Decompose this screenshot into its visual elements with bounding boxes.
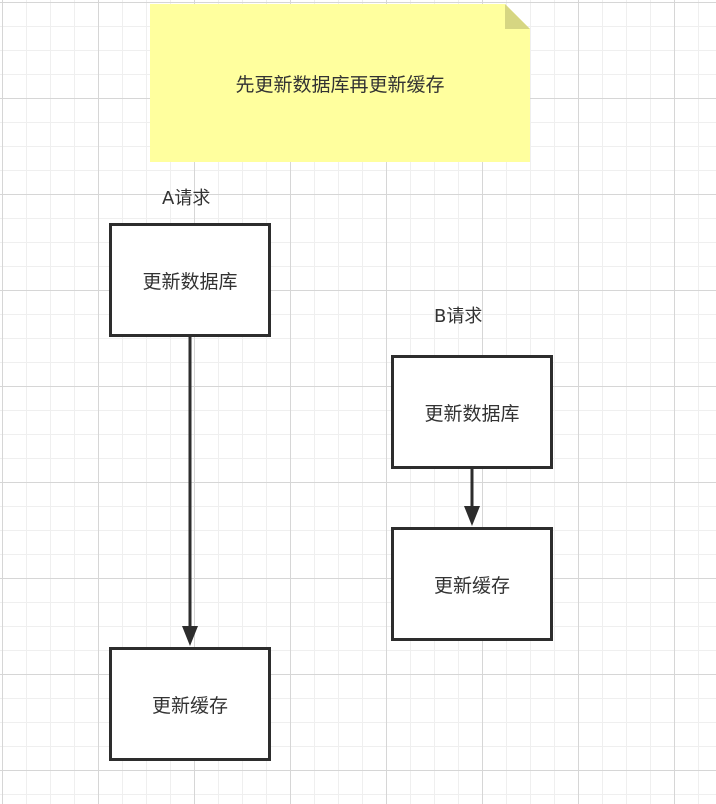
request-a-update-db-text: 更新数据库 <box>142 270 238 293</box>
request-a-update-cache-box[interactable]: 更新缓存 <box>109 647 271 761</box>
note-fold-corner <box>505 4 530 29</box>
request-b-update-cache-text: 更新缓存 <box>433 574 510 597</box>
request-b-update-db-text: 更新数据库 <box>424 402 520 425</box>
request-a-arrow[interactable] <box>182 337 198 646</box>
request-b-update-cache-box[interactable]: 更新缓存 <box>391 527 553 641</box>
request-a-label[interactable]: A请求 <box>162 188 211 209</box>
request-b-label[interactable]: B请求 <box>434 306 483 327</box>
sticky-note[interactable]: 先更新数据库再更新缓存 <box>150 4 530 162</box>
request-b-arrow[interactable] <box>464 469 480 526</box>
request-b-update-db-box[interactable]: 更新数据库 <box>391 355 553 469</box>
request-a-update-db-box[interactable]: 更新数据库 <box>109 223 271 337</box>
request-a-update-cache-text: 更新缓存 <box>151 694 228 717</box>
note-text: 先更新数据库再更新缓存 <box>235 73 445 96</box>
